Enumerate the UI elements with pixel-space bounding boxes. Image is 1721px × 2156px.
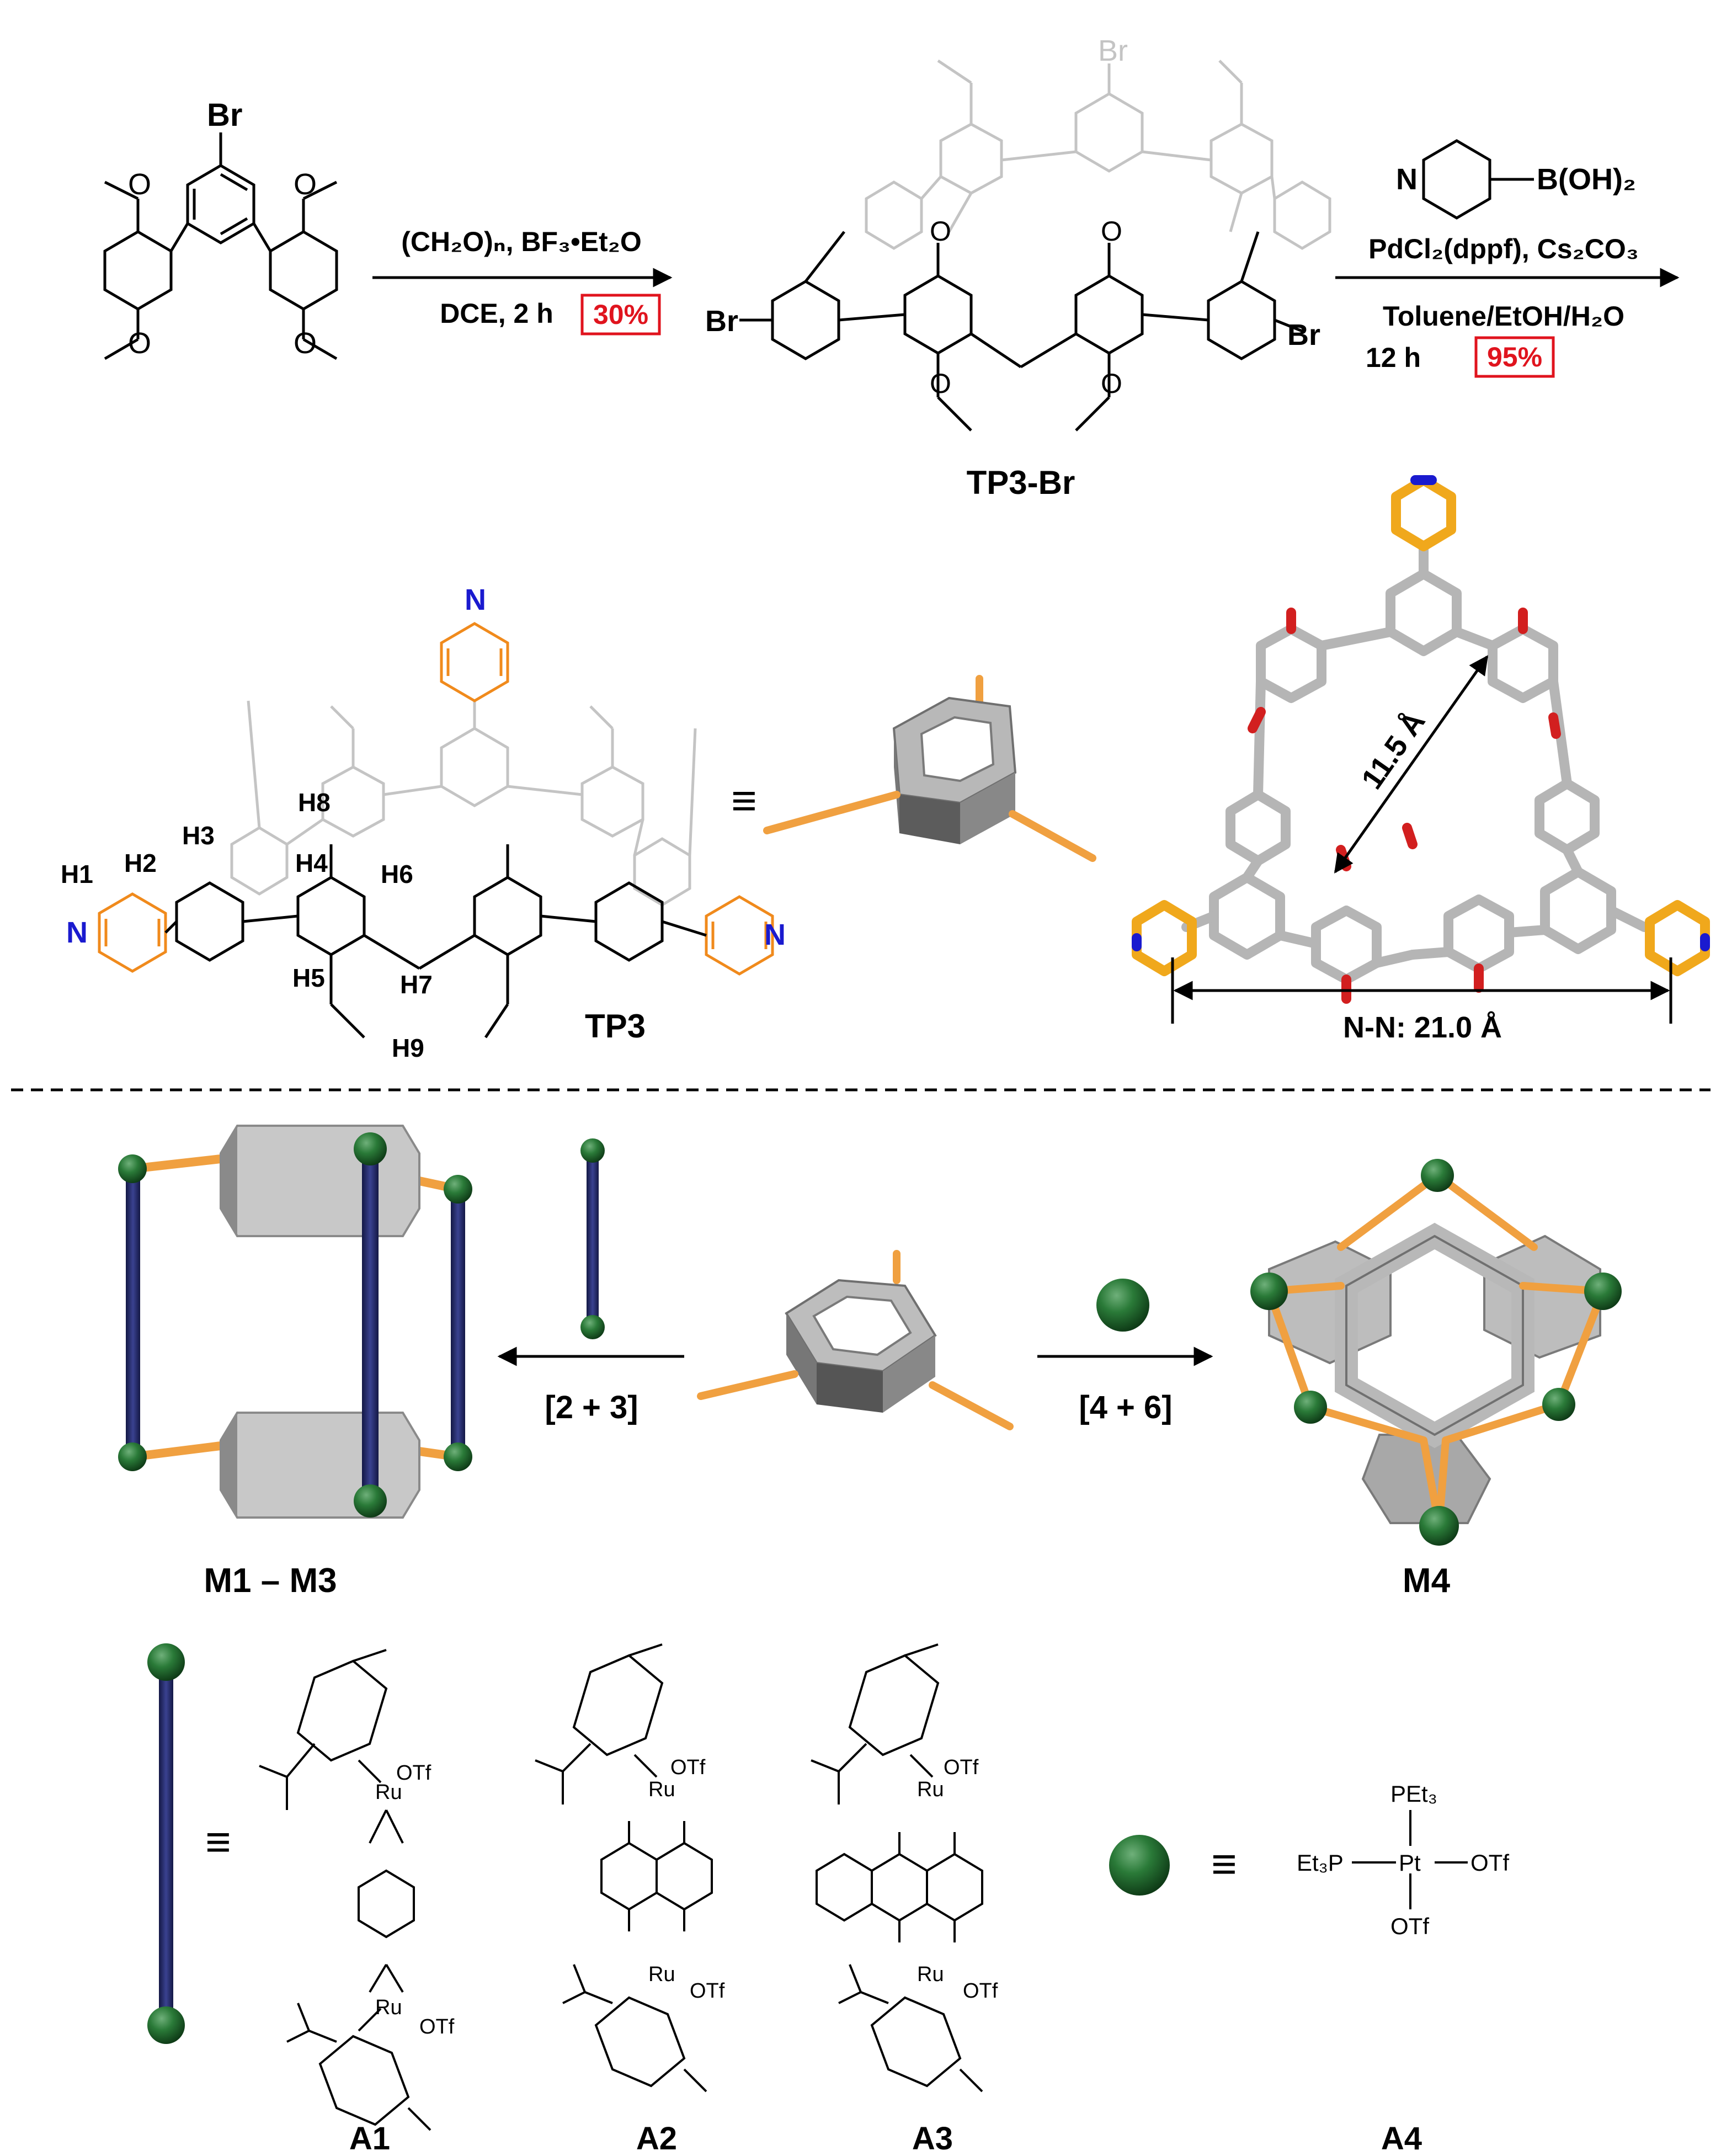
acceptor-a3-structure xyxy=(811,1643,983,2093)
a3-ru-bottom: Ru xyxy=(917,1963,944,1986)
starting-terphenyl xyxy=(103,132,338,360)
a4-pt: Pt xyxy=(1399,1850,1421,1876)
a3-ru-top: Ru xyxy=(917,1778,944,1801)
pyridine-boronic-acid xyxy=(1422,139,1534,220)
tp3-br-br-right: Br xyxy=(1287,318,1320,352)
reagents-2-catalyst: PdCl₂(dppf), Cs₂CO₃ xyxy=(1368,233,1639,264)
tp3-macrocycle xyxy=(98,622,774,1039)
a3-otf-top: OTf xyxy=(944,1756,979,1779)
a1-ru-top: Ru xyxy=(375,1781,402,1804)
a4-et3p: Et₃P xyxy=(1297,1850,1344,1876)
tp3-br-macrocycle xyxy=(739,59,1331,432)
acceptor-a4-structure xyxy=(1352,1810,1468,1909)
proton-h6: H6 xyxy=(381,860,413,888)
sm-o4-label: O xyxy=(294,327,317,360)
metal-node-icon xyxy=(1096,1279,1149,1332)
proton-h5: H5 xyxy=(292,963,325,992)
tp3-br-br-top: Br xyxy=(1098,34,1128,67)
ratio-right: [4 + 6] xyxy=(1079,1390,1172,1425)
tp3-n-right: N xyxy=(764,918,786,951)
a2-label: A2 xyxy=(636,2121,677,2156)
yield-box-2 xyxy=(1474,336,1555,378)
tp3-br-label: TP3-Br xyxy=(967,464,1075,501)
proton-h4: H4 xyxy=(295,849,328,877)
a1-otf-bottom: OTf xyxy=(419,2015,455,2038)
a2-otf-bottom: OTf xyxy=(690,1979,725,2003)
tp3-label: TP3 xyxy=(585,1008,646,1045)
m4-tetrahedral-cage xyxy=(1250,1159,1622,1546)
boronic-acid-label: B(OH)₂ xyxy=(1537,163,1636,196)
equiv-symbol-metal: ≡ xyxy=(1211,1839,1237,1888)
tp3-cartoon-center xyxy=(697,1250,1014,1430)
tp3-cartoon xyxy=(763,675,1096,862)
a4-label: A4 xyxy=(1381,2121,1422,2156)
a2-ru-bottom: Ru xyxy=(648,1963,675,1986)
equiv-symbol-linker: ≡ xyxy=(205,1817,231,1866)
m1-m3-cage xyxy=(118,1125,472,1519)
proton-h9: H9 xyxy=(392,1034,424,1062)
a3-label: A3 xyxy=(912,2121,953,2156)
sm-o3-label: O xyxy=(128,327,151,360)
reagents-2-solvent: Toluene/EtOH/H₂O xyxy=(1383,301,1624,332)
linker-icon xyxy=(580,1138,605,1339)
boronic-n: N xyxy=(1396,163,1418,196)
tp3-n-left: N xyxy=(66,916,88,949)
proton-h7: H7 xyxy=(400,970,433,999)
proton-h8: H8 xyxy=(298,788,331,817)
cavity-arrow xyxy=(1334,655,1489,874)
tp3-br-br-left: Br xyxy=(705,305,738,338)
proton-h1: H1 xyxy=(61,860,93,888)
m4-label: M4 xyxy=(1403,1562,1451,1600)
linker-icon-large xyxy=(147,1643,185,2044)
tp3-br-o1: O xyxy=(930,216,951,247)
yield-box-1 xyxy=(580,294,661,336)
m1-m3-label: M1 – M3 xyxy=(204,1562,337,1600)
proton-h2: H2 xyxy=(124,849,157,877)
equiv-symbol-tp3: ≡ xyxy=(731,776,757,825)
acceptor-a2-structure xyxy=(535,1643,713,2093)
reagents-1-line2: DCE, 2 h xyxy=(440,298,553,329)
a1-ru-bottom: Ru xyxy=(375,1996,402,2019)
proton-h3: H3 xyxy=(182,821,215,850)
acceptor-a1-structure xyxy=(259,1649,431,2131)
a2-ru-top: Ru xyxy=(648,1778,675,1801)
ratio-left: [2 + 3] xyxy=(545,1390,638,1425)
sm-o2-label: O xyxy=(294,168,317,201)
tp3-br-o2: O xyxy=(1101,216,1122,247)
reagents-2-time: 12 h xyxy=(1366,342,1421,373)
a4-pet3: PEt₃ xyxy=(1390,1781,1437,1807)
sm-o1-label: O xyxy=(128,168,151,201)
tp3-n-top: N xyxy=(465,583,486,616)
a1-label: A1 xyxy=(349,2121,390,2156)
tp3-br-o4: O xyxy=(1101,368,1122,399)
reagents-1-line1: (CH₂O)ₙ, BF₃•Et₂O xyxy=(401,226,642,257)
a2-otf-top: OTf xyxy=(670,1756,706,1779)
tp3-br-o3: O xyxy=(930,368,951,399)
sm-br-label: Br xyxy=(207,97,242,133)
a4-otf-bottom: OTf xyxy=(1390,1913,1429,1939)
yield-1: 30% xyxy=(593,299,648,330)
a4-otf-right: OTf xyxy=(1470,1850,1509,1876)
metal-node-icon-large xyxy=(1109,1835,1170,1896)
a1-otf-top: OTf xyxy=(396,1761,431,1785)
nn-label: N-N: 21.0 Å xyxy=(1343,1011,1502,1044)
a3-otf-bottom: OTf xyxy=(963,1979,998,2003)
yield-2: 95% xyxy=(1487,342,1542,372)
